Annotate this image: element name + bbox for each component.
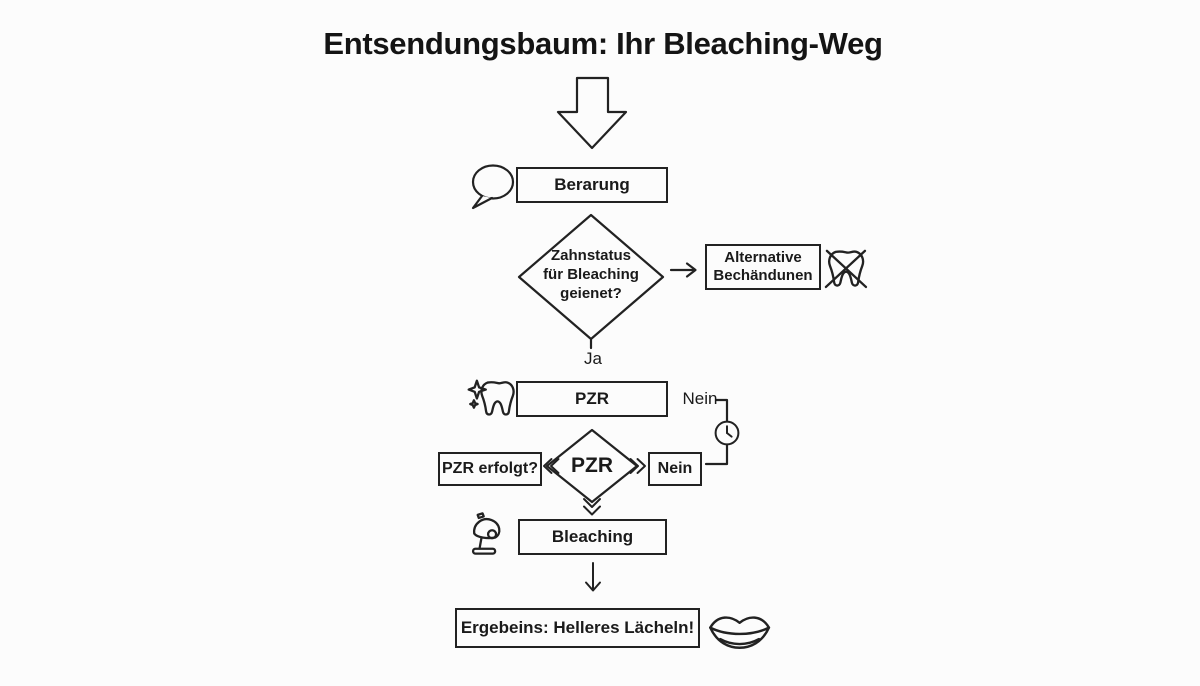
pzr-box: PZR [516,381,668,417]
nein-label: Nein [682,389,718,408]
chevron-right-double [629,458,646,474]
result-label: Ergebeins: Helleres Lächeln! [460,618,695,637]
ja-label: Ja [584,349,602,368]
bleaching-label: Bleaching [551,527,634,546]
alternative-label: Alternative Bechändunen [713,249,812,285]
nein-branch-line [704,398,729,466]
nein-box: Nein [648,452,702,486]
decision1-line1: Zahnstatus [550,247,631,264]
decision2-text: PZR [571,454,613,477]
decision1-text: Zahnstatus für Bleaching geienet? [519,246,663,303]
pzr-erfolgt-box: PZR erfolgt? [438,452,542,486]
arrow-to-alternative [669,262,697,278]
decision1-line2: für Bleaching [543,266,639,283]
bleaching-box: Bleaching [518,519,667,555]
crossed-tooth-icon [824,251,868,289]
desk-lamp-icon [471,512,501,555]
speech-bubble-icon [471,164,515,210]
chevron-down-double [583,498,601,516]
clock-icon [714,420,740,446]
result-box: Ergebeins: Helleres Lächeln! [455,608,700,648]
page-title: Entsendungsbaum: Ihr Bleaching-Weg [323,26,883,61]
big-down-arrow [556,76,628,150]
nein-box-label: Nein [657,460,693,477]
decision1-line3: geienet? [560,285,622,302]
chevron-left-double [543,458,560,474]
smiling-lips-icon [709,616,771,649]
pzr-erfolgt-label: PZR erfolgt? [442,460,538,477]
sparkling-tooth-icon [467,379,514,415]
arrow-to-result [585,562,601,592]
pzr-label: PZR [575,389,609,408]
consultation-box: Berarung [516,167,668,203]
decision2-diamond [545,428,639,504]
alternative-line1: Alternative [724,249,802,266]
consultation-label: Berarung [554,175,630,194]
alternative-line2: Bechändunen [713,267,813,284]
alternative-treatments-box: Alternative Bechändunen [705,244,821,290]
